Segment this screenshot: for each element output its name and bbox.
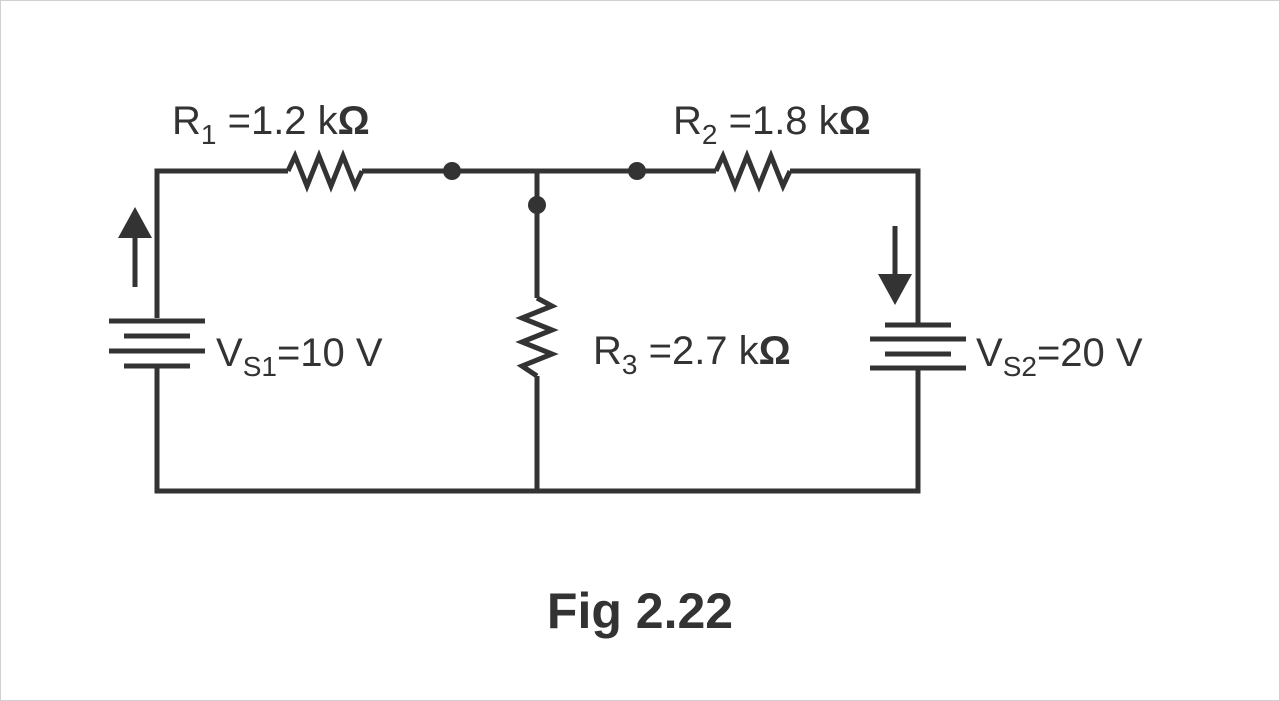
label-vs2: VS2=20 V bbox=[976, 331, 1143, 382]
label-r1: R1 =1.2 kΩ bbox=[172, 99, 370, 150]
battery-vs1 bbox=[109, 318, 205, 369]
junction-dot-3 bbox=[528, 196, 546, 214]
label-r2: R2 =1.8 kΩ bbox=[673, 99, 871, 150]
label-r3: R3 =2.7 kΩ bbox=[593, 329, 791, 380]
wire-right bbox=[790, 168, 921, 323]
wire-right-bottom bbox=[537, 370, 921, 494]
wire-left bbox=[154, 168, 288, 318]
battery-vs2 bbox=[870, 322, 966, 371]
wire-left-bottom bbox=[154, 368, 537, 494]
resistor-r3 bbox=[515, 295, 559, 379]
figure-caption: Fig 2.22 bbox=[547, 583, 733, 639]
up-arrow-icon bbox=[118, 207, 152, 287]
resistor-r1 bbox=[285, 149, 365, 193]
junction-dot-1 bbox=[443, 162, 461, 180]
down-arrow-icon bbox=[878, 226, 912, 305]
junction-dot-2 bbox=[628, 162, 646, 180]
label-vs1: VS1=10 V bbox=[216, 331, 383, 382]
circuit-wires bbox=[154, 168, 921, 494]
resistor-r2 bbox=[713, 149, 793, 193]
